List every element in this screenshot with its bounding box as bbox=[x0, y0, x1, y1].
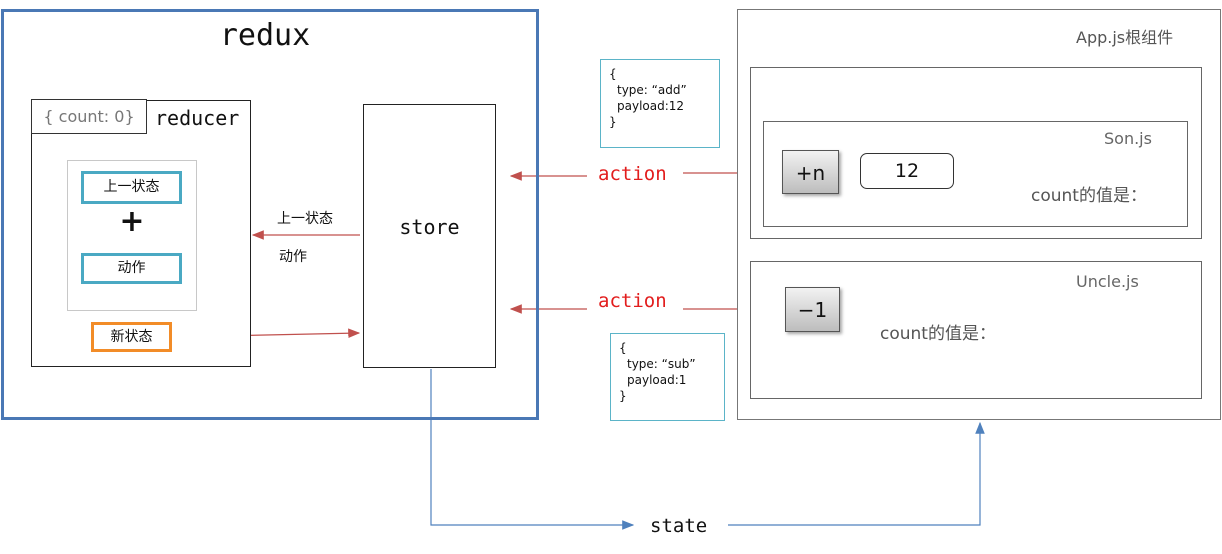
store-label: store bbox=[399, 215, 460, 239]
payload-sub-close: } bbox=[619, 389, 627, 403]
number-input[interactable] bbox=[860, 153, 954, 189]
arrow-state-to-app bbox=[728, 421, 985, 526]
app-title: App.js根组件 bbox=[1076, 28, 1174, 47]
son-component-box bbox=[763, 121, 1188, 227]
redux-title: redux bbox=[219, 18, 311, 53]
payload-add-payload: payload:12 bbox=[617, 99, 685, 113]
son-count-text: count的值是： bbox=[1031, 186, 1147, 206]
uncle-count-text: count的值是： bbox=[880, 324, 996, 344]
action-sub-label: action bbox=[598, 290, 667, 312]
app-root-container bbox=[737, 9, 1221, 420]
payload-add-close: } bbox=[609, 115, 617, 129]
store-box bbox=[363, 104, 496, 368]
prev-state-box: 上一状态 bbox=[81, 171, 182, 204]
redux-container bbox=[1, 9, 539, 420]
new-state-box: 新状态 bbox=[91, 322, 172, 352]
store-to-reducer-action-label: 动作 bbox=[279, 249, 307, 265]
payload-add-type: type: “add” bbox=[617, 83, 687, 97]
subtract-one-button[interactable]: −1 bbox=[785, 287, 840, 332]
action-add-label: action bbox=[598, 163, 667, 185]
plus-sign: + bbox=[119, 204, 145, 239]
payload-add-open: { bbox=[609, 67, 617, 81]
son-title: Son.js bbox=[1104, 129, 1152, 148]
son-outer-box bbox=[750, 67, 1202, 239]
line-store-to-state bbox=[430, 369, 635, 530]
uncle-component-box bbox=[750, 261, 1202, 399]
uncle-title: Uncle.js bbox=[1076, 272, 1139, 291]
payload-add-box: { type: “add” payload:12 } bbox=[600, 59, 720, 148]
initial-state-box: { count: 0} bbox=[31, 99, 147, 134]
payload-sub-box: { type: “sub” payload:1 } bbox=[610, 333, 725, 421]
payload-sub-open: { bbox=[619, 341, 627, 355]
reducer-label: reducer bbox=[155, 106, 240, 130]
payload-sub-type: type: “sub” bbox=[627, 357, 696, 371]
payload-sub-payload: payload:1 bbox=[627, 373, 687, 387]
state-label: state bbox=[650, 515, 708, 537]
add-n-button[interactable]: +n bbox=[782, 150, 839, 194]
store-to-reducer-prev-state-label: 上一状态 bbox=[277, 211, 333, 227]
action-box: 动作 bbox=[81, 253, 182, 284]
